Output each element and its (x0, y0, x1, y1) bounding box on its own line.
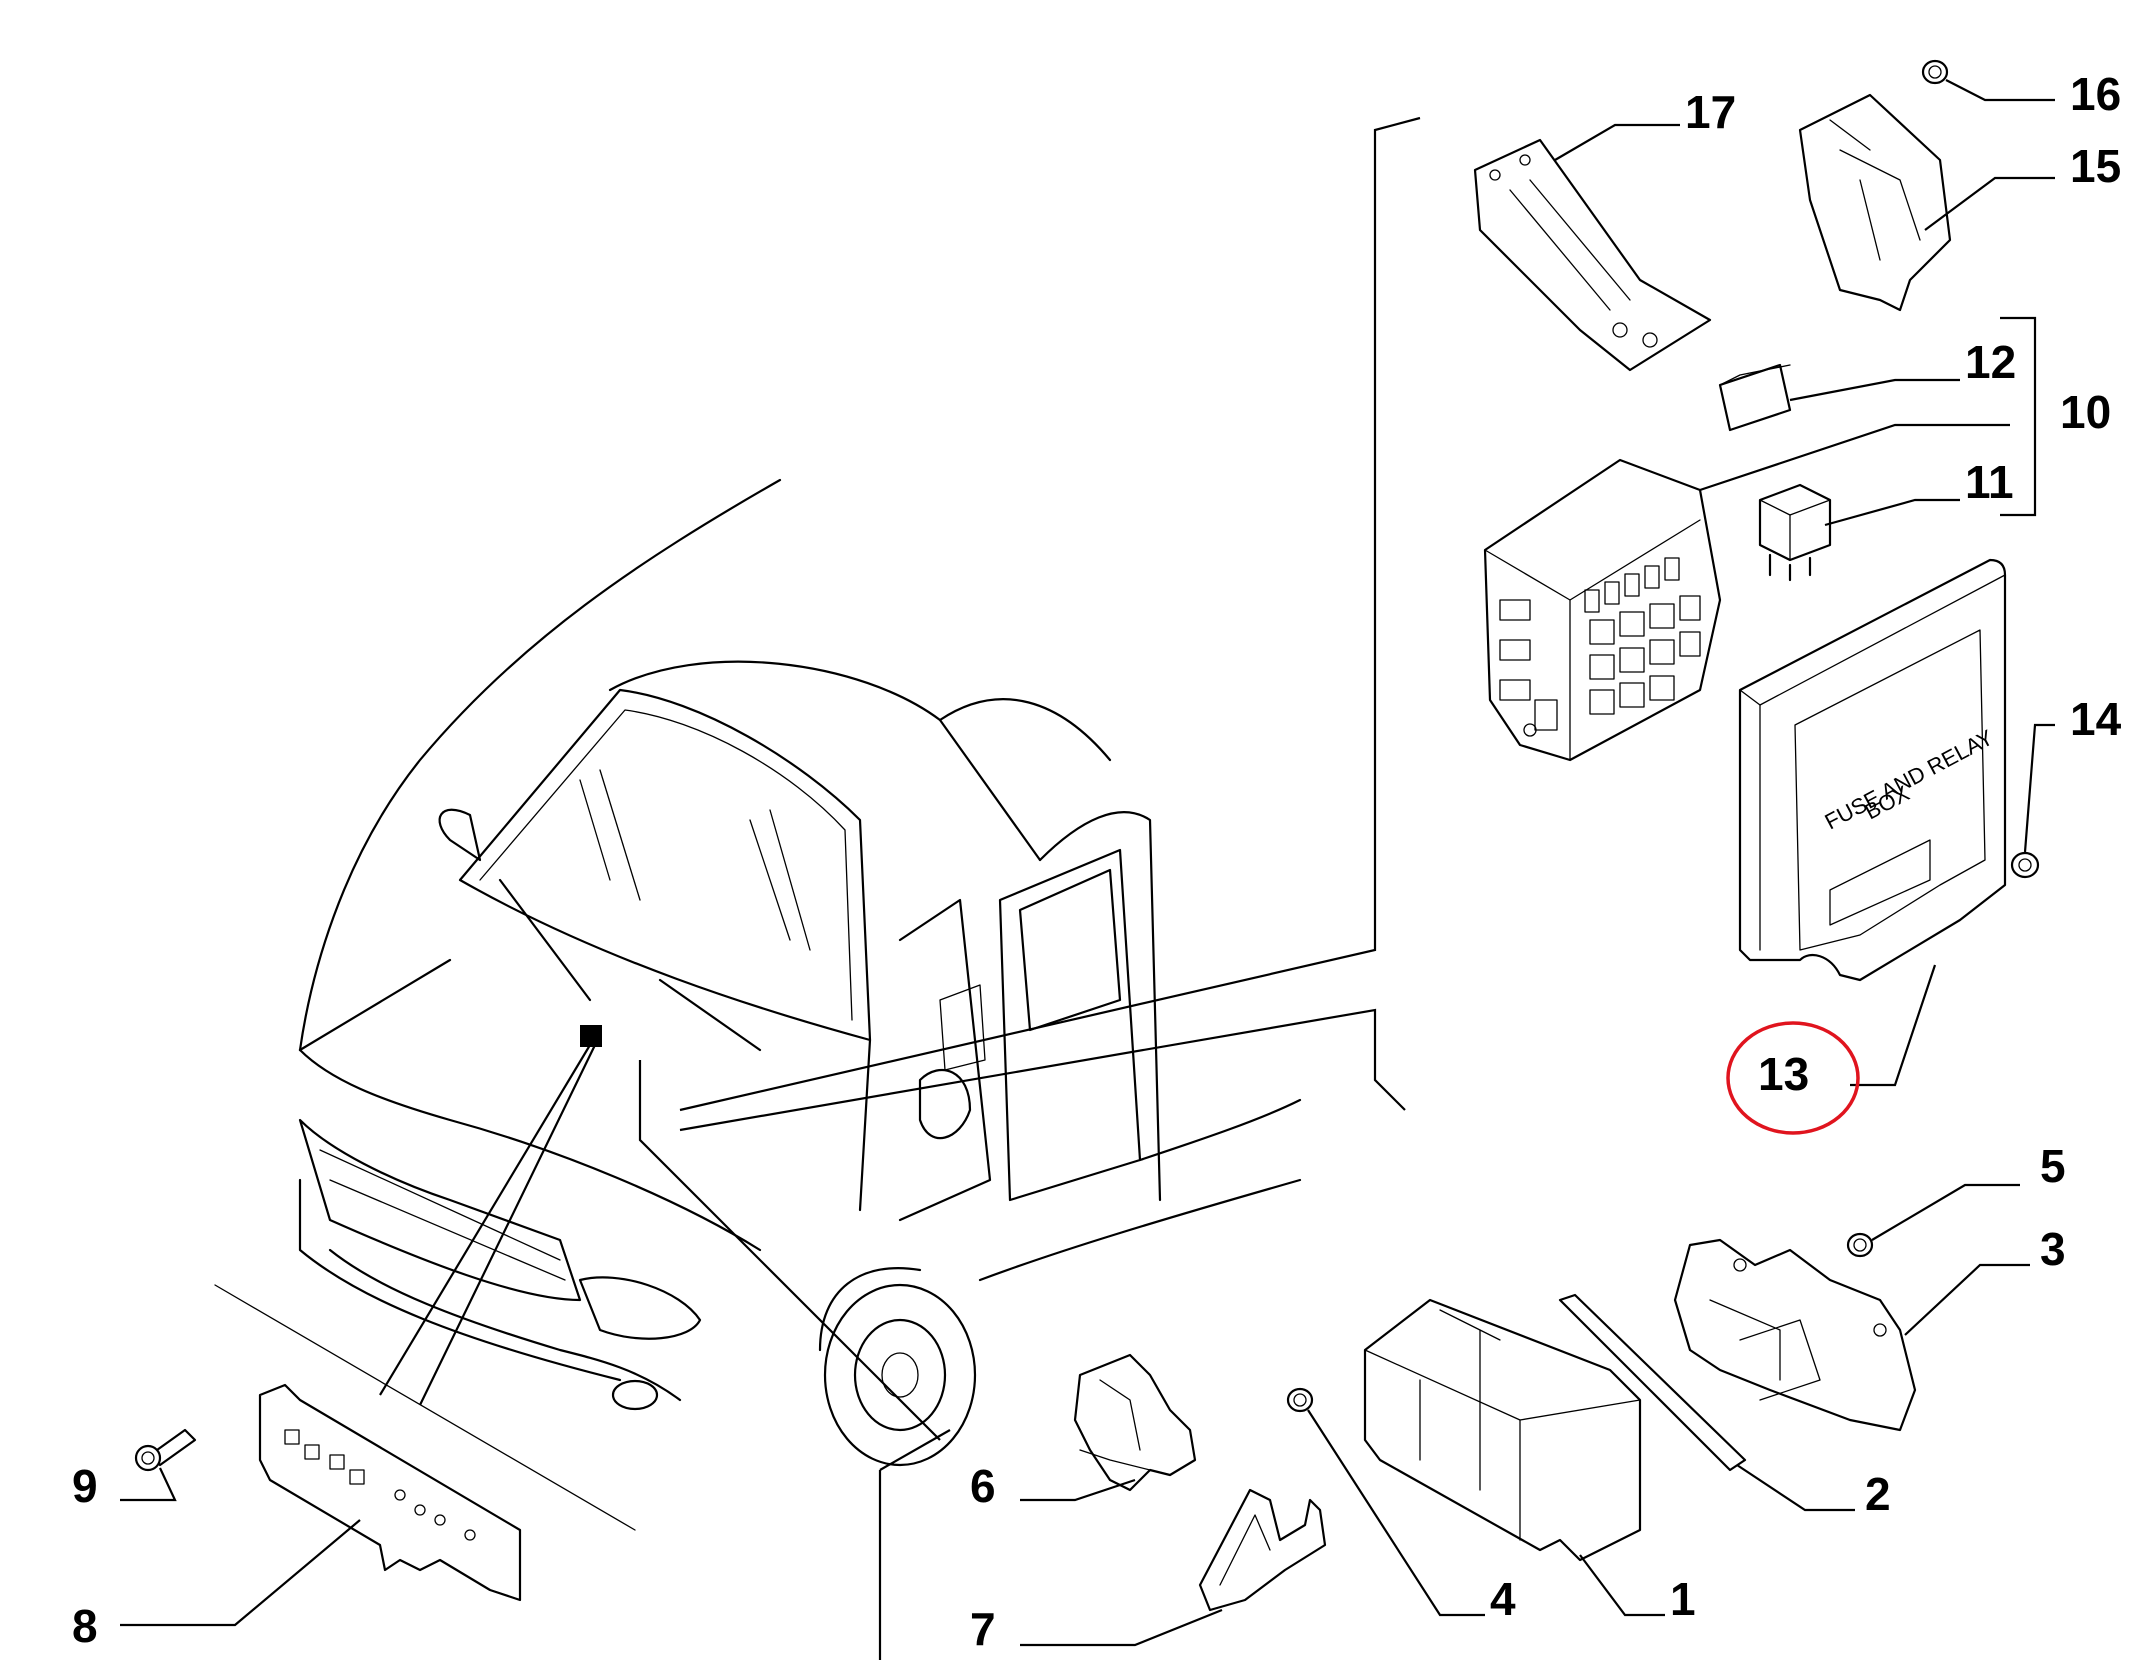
label-14[interactable]: 14 (2070, 693, 2122, 745)
part-4-nut (1286, 1387, 1314, 1413)
leader-lines (120, 79, 2055, 1647)
label-11[interactable]: 11 (1965, 456, 2014, 508)
part-10-fuse-relay-block (1483, 458, 1722, 762)
part-number-labels: 17 16 15 12 10 11 14 13 5 3 2 1 4 6 7 8 … (72, 68, 2122, 1655)
label-6[interactable]: 6 (970, 1460, 996, 1512)
part-9-screw (134, 1428, 197, 1472)
part-5-nut (1846, 1232, 1874, 1258)
part-3-bracket (1673, 1238, 1917, 1432)
label-12[interactable]: 12 (1965, 336, 2016, 388)
van-illustration (214, 116, 1421, 1660)
label-7[interactable]: 7 (970, 1603, 996, 1655)
part-17-bracket (1473, 138, 1712, 372)
part-11-relay (1758, 483, 1832, 582)
highlight-circle (1726, 1021, 1860, 1135)
part-2-strip (1558, 1293, 1747, 1472)
label-10[interactable]: 10 (2060, 386, 2111, 438)
label-8[interactable]: 8 (72, 1600, 98, 1652)
group-bracket-10-12 (2000, 316, 2037, 517)
label-1[interactable]: 1 (1670, 1573, 1696, 1625)
fuse-box-location-marker (580, 1025, 602, 1047)
label-15[interactable]: 15 (2070, 140, 2121, 192)
part-1-cover-housing (1363, 1298, 1642, 1562)
label-3[interactable]: 3 (2040, 1223, 2066, 1275)
part-6-clip (1073, 1353, 1197, 1492)
label-5[interactable]: 5 (2040, 1140, 2066, 1192)
part-8-plate (258, 1383, 522, 1602)
part-7-clamp (1198, 1488, 1327, 1612)
part-13-box-cover: FUSE AND RELAY BOX (1738, 558, 2007, 982)
label-13[interactable]: 13 (1758, 1048, 1809, 1100)
label-17[interactable]: 17 (1685, 86, 1736, 138)
part-16-nut (1921, 59, 1949, 85)
label-9[interactable]: 9 (72, 1460, 98, 1512)
part-15-cover (1798, 93, 1952, 312)
part-14-nut (2010, 851, 2040, 879)
label-4[interactable]: 4 (1490, 1573, 1516, 1625)
label-2[interactable]: 2 (1865, 1468, 1891, 1520)
part-12-fuse (1718, 363, 1792, 432)
label-16[interactable]: 16 (2070, 68, 2121, 120)
